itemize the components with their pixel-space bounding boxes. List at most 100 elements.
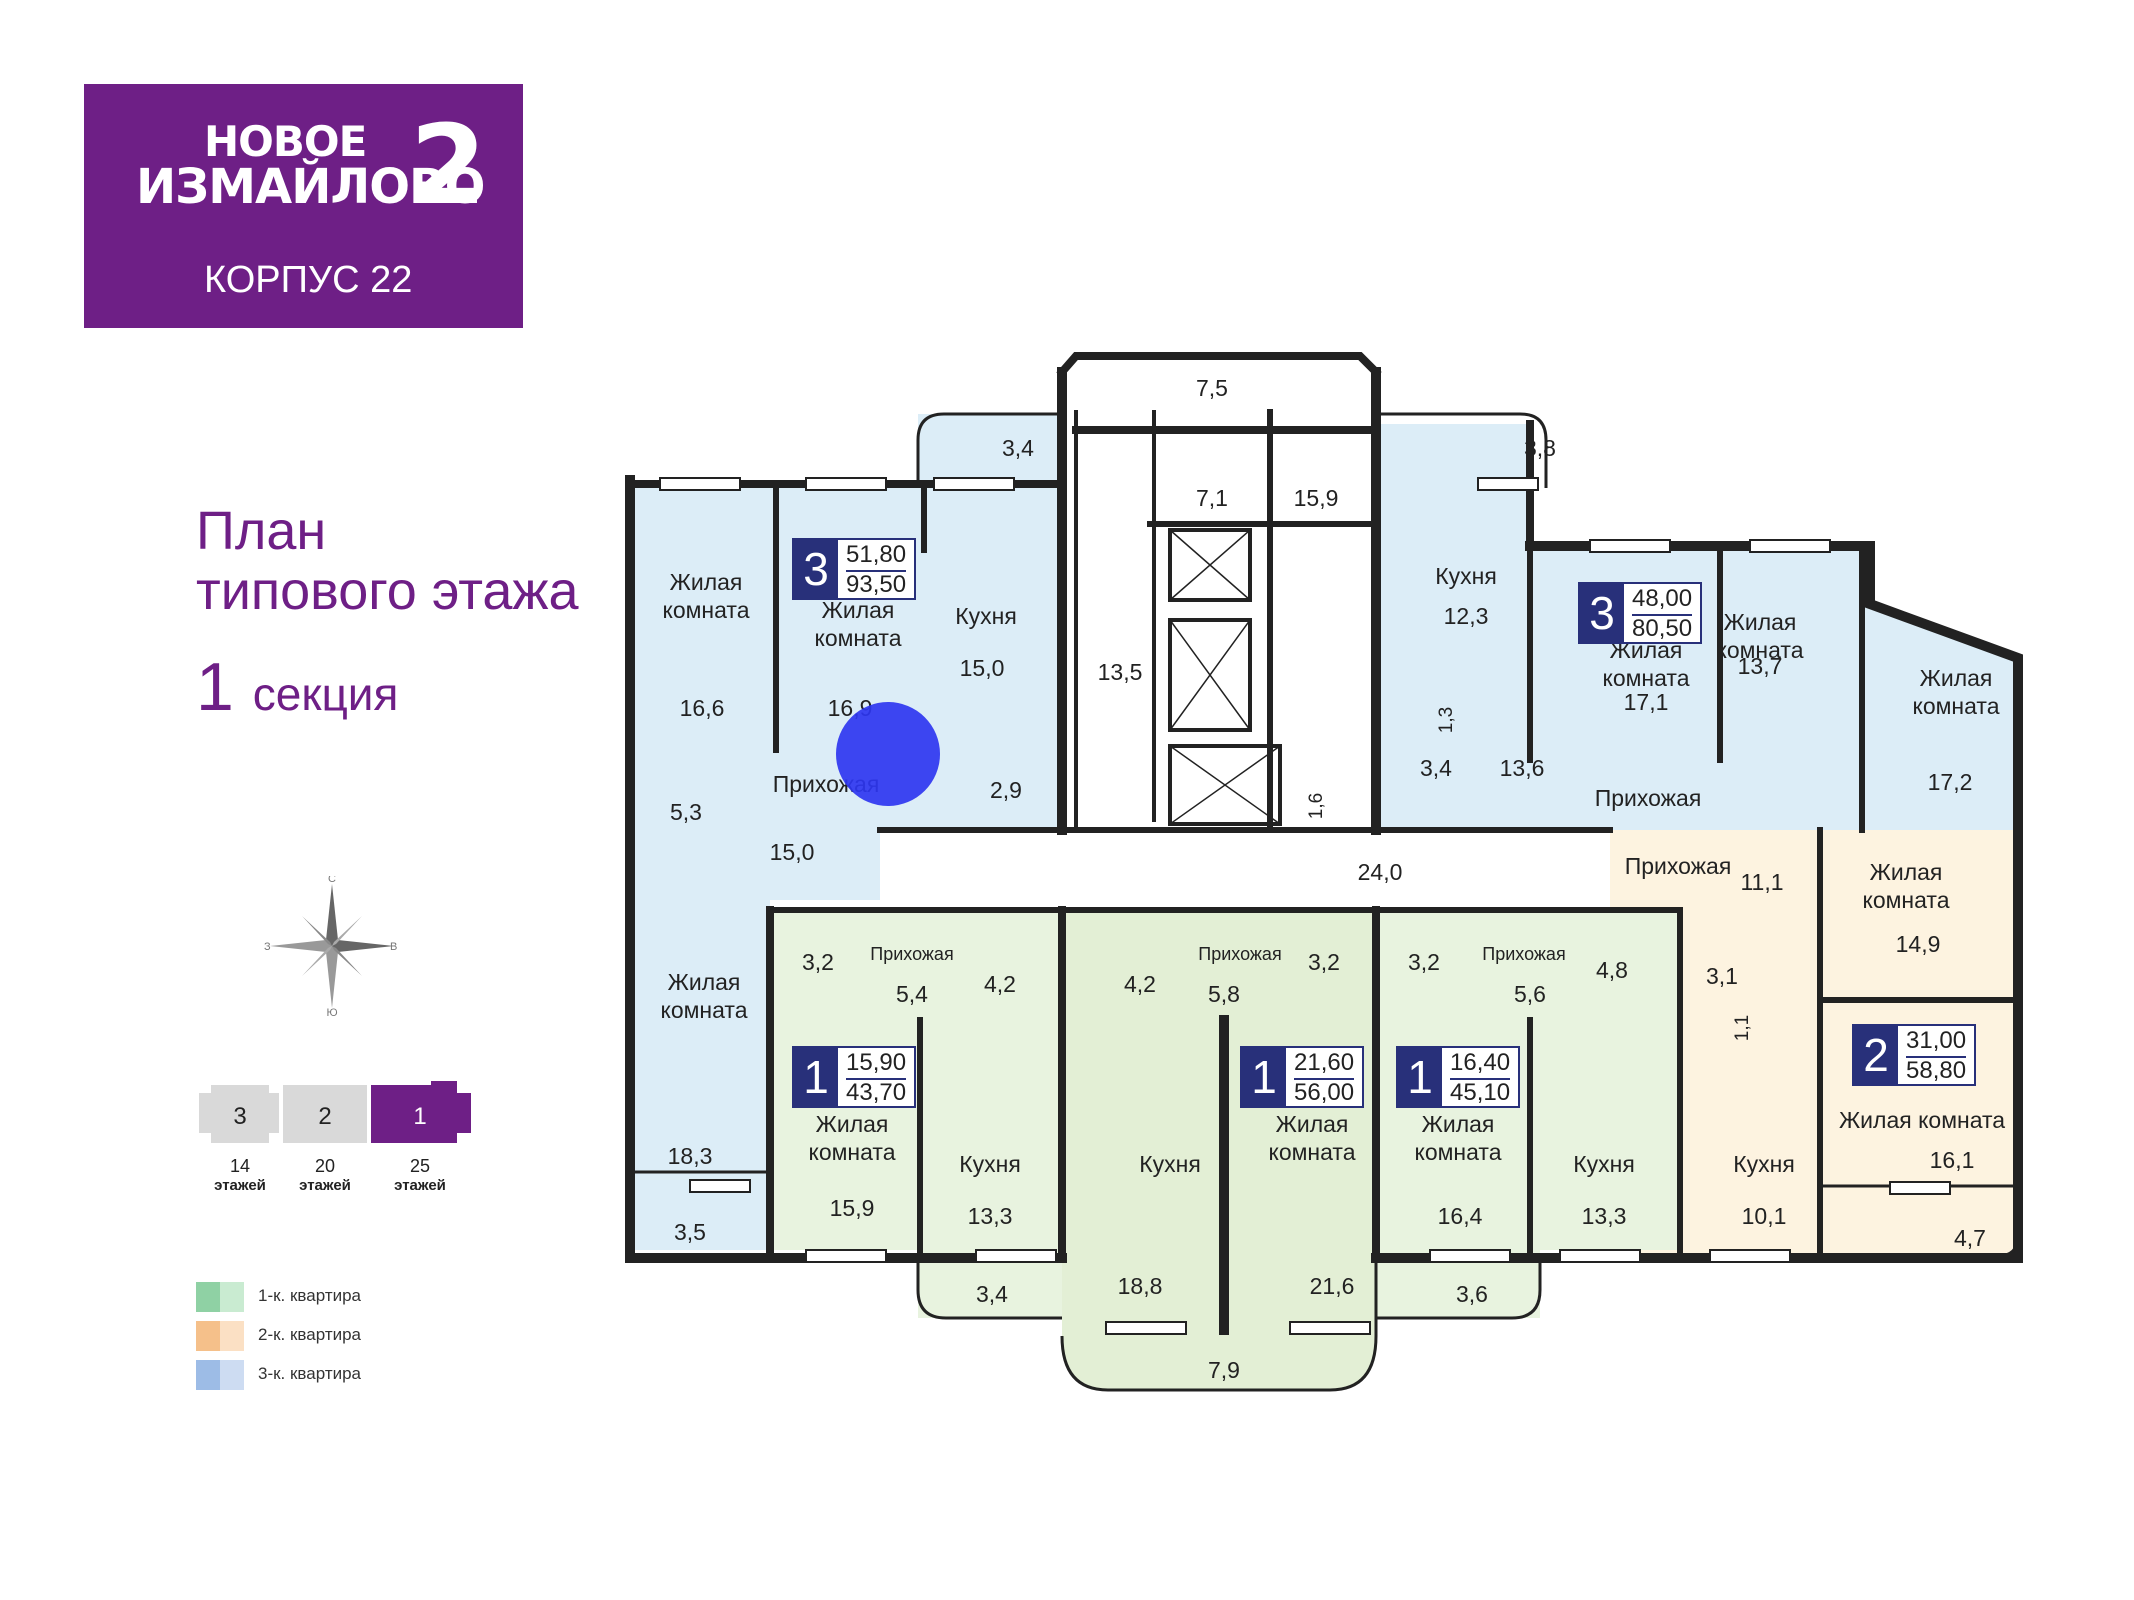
room-label: 17,2 <box>1928 769 1973 795</box>
apt-2k-hall <box>1610 830 1820 910</box>
apt-3k-left-fill <box>630 488 1062 1250</box>
windows <box>659 477 1951 1335</box>
section-3-floors: 14 <box>230 1156 250 1176</box>
room-label: 1,6 <box>1306 793 1327 819</box>
logo-line1: НОВОЕ <box>204 117 367 166</box>
room-label: 24,0 <box>1358 859 1403 885</box>
room-label: 7,1 <box>1196 485 1228 511</box>
section-number: 1 <box>196 649 234 725</box>
balcony-top-left <box>918 414 1062 488</box>
pointer-highlight <box>836 702 940 806</box>
room-label: Кухня <box>1573 1151 1635 1177</box>
apt-area-total: 58,80 <box>1906 1056 1967 1084</box>
room-label: 17,1 <box>1624 689 1669 715</box>
section-1-label: 1 <box>413 1103 426 1130</box>
apt-rooms: 1 <box>794 1048 838 1106</box>
apt-area-living: 51,80 <box>846 541 907 568</box>
compass-rose-icon: С Ю З В <box>264 876 397 1016</box>
plan-title-line1: План <box>196 501 327 561</box>
room-label: 12,3 <box>1444 603 1489 629</box>
room-label: 4,7 <box>1954 1225 1986 1251</box>
room-label: 7,5 <box>1196 375 1228 401</box>
room-label: Прихожая <box>1482 944 1565 964</box>
room-label: Кухня <box>1435 563 1497 589</box>
room-label: 3,1 <box>1706 963 1738 989</box>
room-label: Прихожая <box>1595 785 1702 811</box>
building-label: КОРПУС 22 <box>204 259 413 301</box>
section-1-floors-word: этажей <box>394 1177 446 1194</box>
room-label: 5,8 <box>1208 981 1240 1007</box>
apt-badge-1k-c[interactable]: 1 16,40 45,10 <box>1396 1046 1520 1108</box>
corridor-fill <box>880 830 1610 910</box>
apt-rooms: 3 <box>1580 584 1624 642</box>
room-label: Прихожая <box>1625 853 1732 879</box>
room-label: Прихожая <box>1198 944 1281 964</box>
apt-badge-1k-a[interactable]: 1 15,90 43,70 <box>792 1046 916 1108</box>
room-label: 13,6 <box>1500 755 1545 781</box>
room-label: 13,7 <box>1738 653 1783 679</box>
room-label: 14,9 <box>1896 931 1941 957</box>
project-logo: НОВОЕ ИЗМАЙЛОВО 2 КОРПУС 22 <box>84 84 523 328</box>
room-label: 3,4 <box>976 1281 1008 1307</box>
room-label: 3,2 <box>1408 949 1440 975</box>
room-label: 15,9 <box>1294 485 1339 511</box>
room-label: 13,3 <box>1582 1203 1627 1229</box>
room-label: 3,2 <box>1308 949 1340 975</box>
room-label: 16,4 <box>1438 1203 1483 1229</box>
apt-rooms: 1 <box>1242 1048 1286 1106</box>
apt-area-total: 93,50 <box>846 570 907 598</box>
room-label: 15,0 <box>960 655 1005 681</box>
section-3-floors-word: этажей <box>214 1177 266 1194</box>
apt-area-total: 45,10 <box>1450 1078 1511 1106</box>
logo-line2: ИЗМАЙЛОВО <box>136 159 485 215</box>
room-label: 1,1 <box>1732 1015 1753 1041</box>
room-label: 11,1 <box>1740 869 1783 895</box>
room-label: 2,9 <box>990 777 1022 803</box>
room-label: 5,6 <box>1514 981 1546 1007</box>
balcony-outlines <box>630 412 2020 1392</box>
apt-badge-1k-b[interactable]: 1 21,60 56,00 <box>1240 1046 1364 1108</box>
legend-label-2k: 2-к. квартира <box>258 1325 362 1344</box>
room-label: 21,6 <box>1310 1273 1355 1299</box>
compass-s: Ю <box>326 1007 337 1016</box>
apt-rooms: 1 <box>1398 1048 1442 1106</box>
room-label: 16,6 <box>680 695 725 721</box>
room-label: Кухня <box>959 1151 1021 1177</box>
legend-label-3k: 3-к. квартира <box>258 1364 362 1383</box>
apt-area-living: 21,60 <box>1294 1049 1355 1076</box>
apt-area-living: 48,00 <box>1632 585 1693 612</box>
apt-rooms: 2 <box>1854 1026 1898 1084</box>
room-label: 3,6 <box>1456 1281 1488 1307</box>
apt-badge-2k[interactable]: 2 31,00 58,80 <box>1852 1024 1976 1086</box>
apt-area-living: 16,40 <box>1450 1049 1511 1076</box>
room-label: 4,2 <box>1124 971 1156 997</box>
room-label: 3,4 <box>1002 435 1034 461</box>
balcony-bottom-c <box>1376 1250 1540 1318</box>
section-1-floors: 25 <box>410 1156 430 1176</box>
plan-title-line2: типового этажа <box>196 561 579 621</box>
room-label: 16,1 <box>1930 1147 1975 1173</box>
room-label: Кухня <box>955 603 1017 629</box>
apt-badge-3k-left[interactable]: 3 51,80 93,50 <box>792 538 916 600</box>
room-label: Кухня <box>1139 1151 1201 1177</box>
room-label: Прихожая <box>870 944 953 964</box>
apt-badge-3k-right[interactable]: 3 48,00 80,50 <box>1578 582 1702 644</box>
apt-1k-a-fill <box>770 910 1062 1250</box>
apt-area-living: 15,90 <box>846 1049 907 1076</box>
legend-swatch-3k <box>196 1360 244 1390</box>
compass-e: В <box>390 941 397 953</box>
section-title: 1 секция <box>196 648 398 726</box>
room-label: 18,8 <box>1118 1273 1163 1299</box>
room-label: 3,5 <box>674 1219 706 1245</box>
apt-rooms: 3 <box>794 540 838 598</box>
room-label: 15,0 <box>770 839 815 865</box>
